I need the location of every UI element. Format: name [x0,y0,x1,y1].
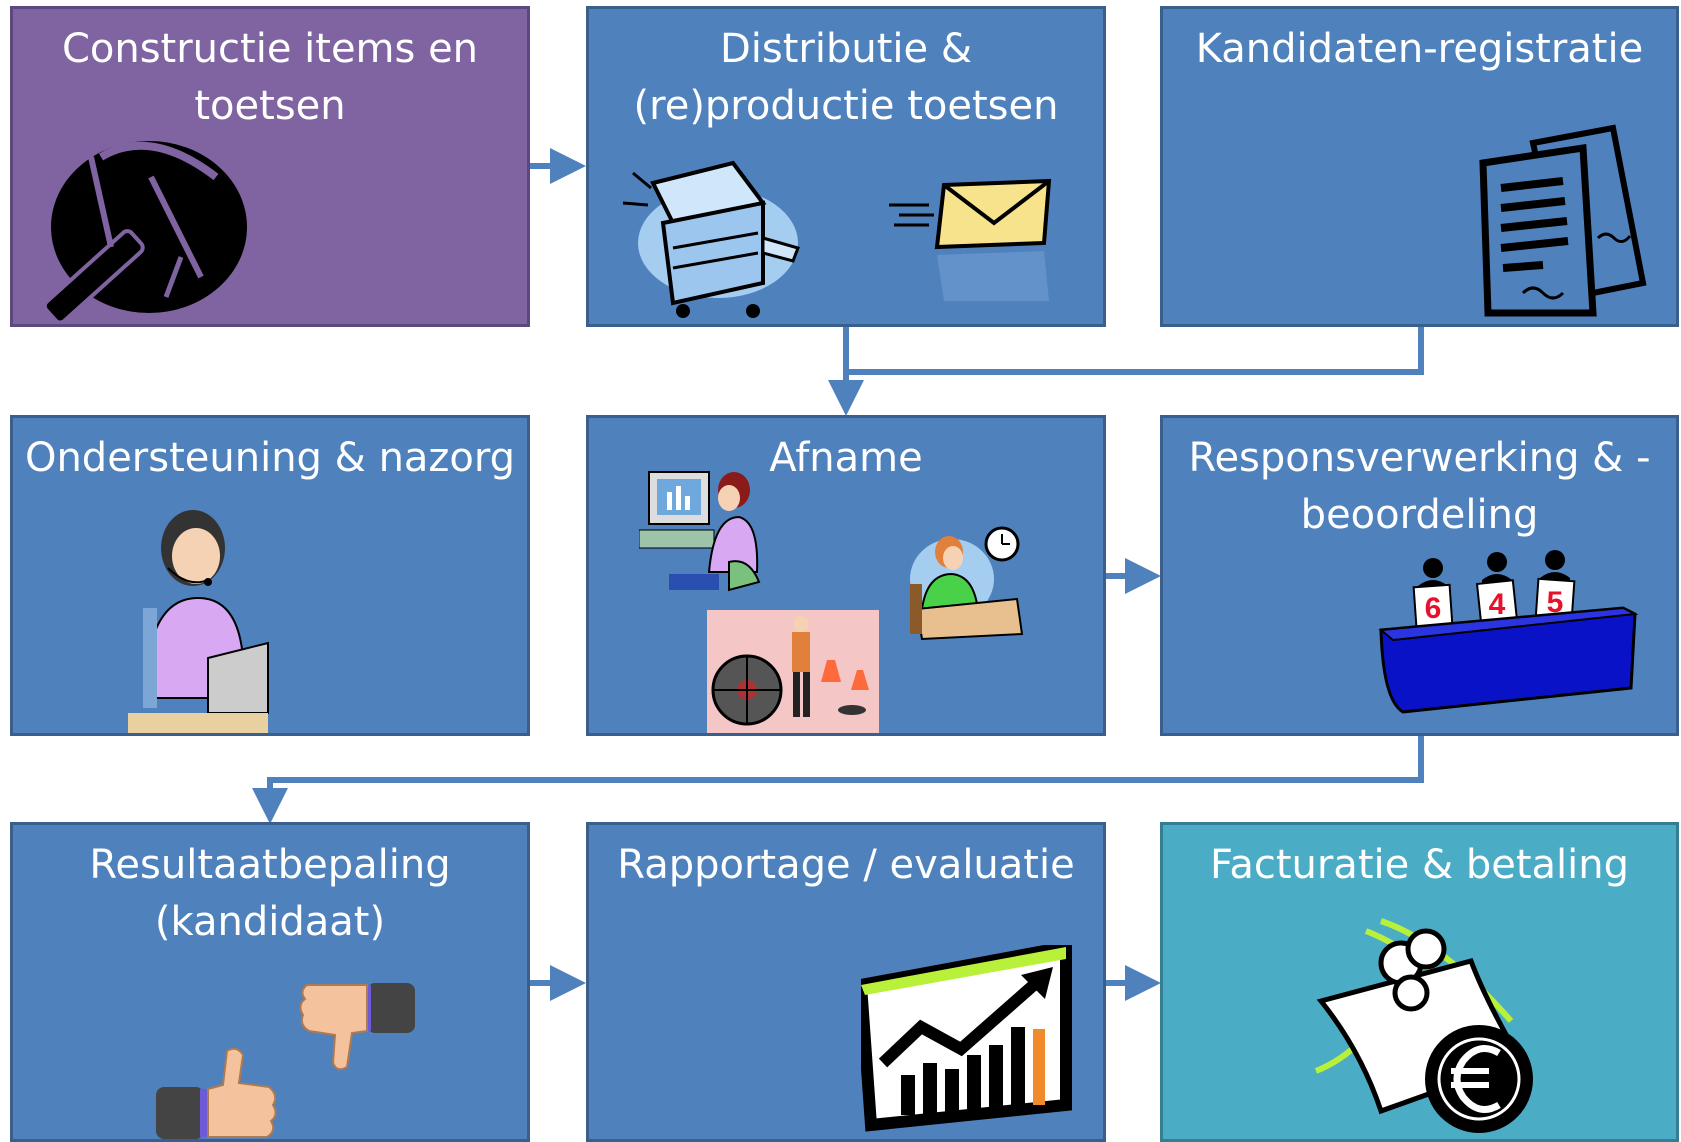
connector-registration-join [846,326,1424,375]
practical-exam-icon [707,610,879,733]
envelope-icon [889,178,1052,301]
step-administration: Afname [586,415,1106,736]
step-response-title: Responsverwerking & -beoordeling [1188,435,1651,538]
step-support: Ondersteuning & nazorg [10,415,530,736]
step-registration-title: Kandidaten-registratie [1195,26,1644,72]
judges-panel-icon: 6 4 5 [1378,550,1639,714]
step-response: Responsverwerking & -beoordeling 6 4 5 [1160,415,1679,736]
thumbs-up-icon [156,1047,277,1139]
judge-score-3: 5 [1547,586,1564,619]
step-construction-title: Constructie items en toetsen [61,26,479,129]
helpdesk-operator-icon [128,510,269,733]
step-registration: Kandidaten-registratie [1160,6,1679,327]
step-invoicing-title: Facturatie & betaling [1209,842,1630,888]
step-reporting-title: Rapportage / evaluatie [617,842,1075,888]
step-support-title: Ondersteuning & nazorg [24,435,516,481]
document-icon [1479,124,1647,317]
step-administration-title: Afname [769,435,923,481]
step-distribution-title: Distributie & (re)productie toetsen [633,26,1059,129]
step-invoicing: Facturatie & betaling [1160,822,1679,1142]
step-result: Resultaatbepaling (kandidaat) [10,822,530,1142]
exam-taker-clock-icon [910,526,1024,641]
connector-response-to-result [252,736,1424,824]
step-result-title: Resultaatbepaling (kandidaat) [89,842,451,945]
step-construction: Constructie items en toetsen [10,6,530,327]
thumbs-down-icon [299,983,415,1071]
copier-icon [622,160,800,318]
rising-chart-icon [861,945,1072,1132]
euro-money-icon [1314,918,1533,1133]
step-distribution: Distributie & (re)productie toetsen [586,6,1106,327]
computer-test-taker-icon [639,471,761,592]
judge-score-2: 4 [1489,588,1506,621]
step-reporting: Rapportage / evaluatie [586,822,1106,1142]
tools-icon [42,141,247,324]
judge-score-1: 6 [1425,592,1442,625]
